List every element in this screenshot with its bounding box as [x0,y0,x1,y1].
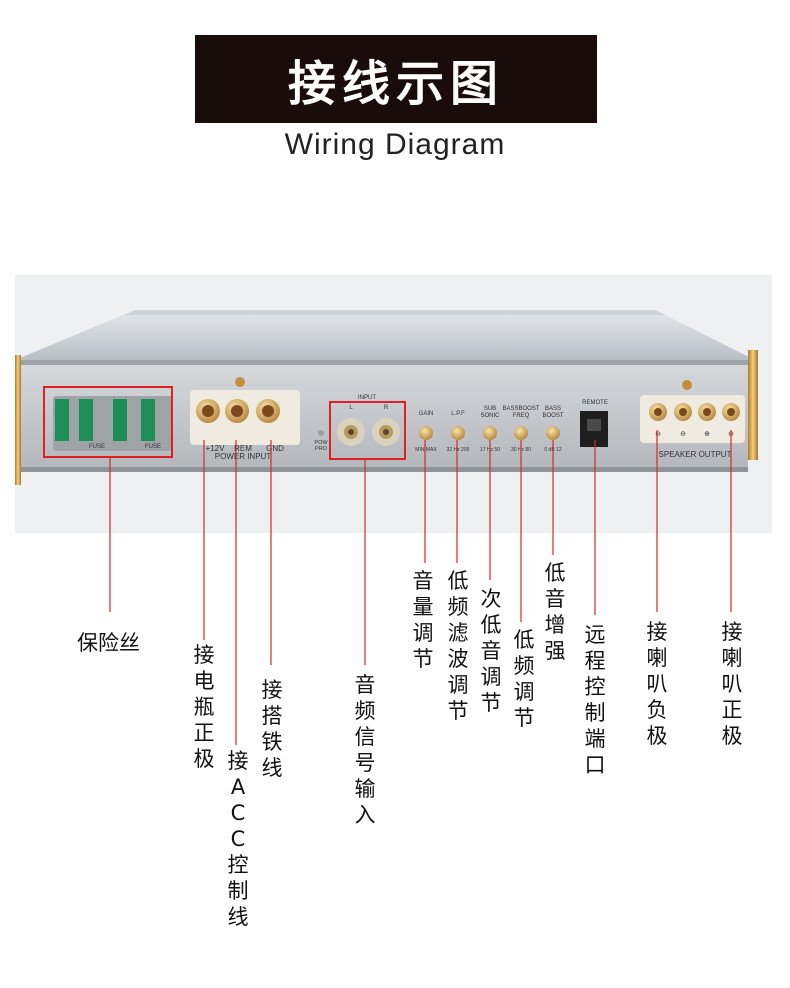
svg-text:SONIC: SONIC [480,413,500,419]
input-left-label: L [349,405,353,411]
amplifier-photo: FUSE FUSE +12V REM GND POWER INPUT POW P… [15,275,772,533]
label-bass-boost: 低音增强 [544,561,566,663]
svg-text:BASSBOOST: BASSBOOST [502,406,539,412]
label-volume: 音量调节 [412,569,434,671]
svg-text:32 Hz 200: 32 Hz 200 [447,447,470,453]
svg-text:REMOTE: REMOTE [582,400,608,406]
page-title: 接线示图 [195,35,597,123]
terminal-12v-label: +12V [206,444,226,453]
svg-text:GAIN: GAIN [419,411,434,417]
label-remote-port: 远程控制端口 [584,623,606,777]
speaker-sign-3: ⊕ [704,431,710,438]
knob-gain: GAIN MIN MAX [415,411,437,453]
input-highlight-box [329,401,406,460]
svg-text:BOOST: BOOST [542,413,563,419]
svg-text:FREQ: FREQ [513,413,530,419]
fuse-block: FUSE FUSE [53,396,173,451]
input-label: INPUT [358,395,376,401]
svg-text:MIN MAX: MIN MAX [415,447,437,453]
label-speaker-negative: 接喇叭负极 [646,620,668,748]
svg-text:0 dB 12: 0 dB 12 [544,447,561,453]
svg-text:17 Hz 50: 17 Hz 50 [480,447,500,453]
label-ground: 接搭铁线 [261,678,283,780]
svg-text:BASS: BASS [545,406,561,412]
pro-label: PRO [315,446,328,452]
svg-text:SUB: SUB [484,406,496,412]
remote-port: REMOTE [580,400,608,447]
speaker-sign-1: ⊖ [655,431,661,438]
svg-text:30 Hz 80: 30 Hz 80 [511,447,531,453]
label-battery-positive: 接电瓶正极 [193,643,215,771]
speaker-terminal-block: ⊖ ⊖ ⊕ ⊕ SPEAKER OUTPUT [640,380,745,459]
power-input-label: POWER INPUT [215,452,272,461]
label-audio-input: 音频信号输入 [354,673,376,827]
svg-text:L.P.F: L.P.F [451,411,465,417]
speaker-sign-2: ⊖ [680,431,686,438]
label-low-pass: 低频滤波调节 [447,569,469,723]
fuse-label-2: FUSE [145,444,161,450]
terminal-gnd-label: GND [266,444,284,453]
speaker-output-label: SPEAKER OUTPUT [659,450,732,459]
pow-label: POW [314,440,328,446]
input-right-label: R [384,405,389,411]
terminal-rem-label: REM [234,444,252,453]
amplifier-illustration: FUSE FUSE +12V REM GND POWER INPUT POW P… [15,310,758,485]
label-acc-control: 接ACC控制线 [227,749,249,929]
label-bass-freq: 低频调节 [513,628,535,730]
knob-lpf: L.P.F 32 Hz 200 [447,411,470,453]
label-fuse: 保险丝 [77,631,140,655]
fuse-label-1: FUSE [89,444,105,450]
page-subtitle: Wiring Diagram [284,128,506,161]
label-speaker-positive: 接喇叭正极 [721,620,743,748]
speaker-sign-4: ⊕ [728,431,734,438]
rca-input-block: INPUT L R [337,395,400,446]
label-subsonic: 次低音调节 [480,587,502,715]
power-terminal-block: +12V REM GND POWER INPUT [190,377,300,461]
fuse-highlight-box [43,386,173,458]
